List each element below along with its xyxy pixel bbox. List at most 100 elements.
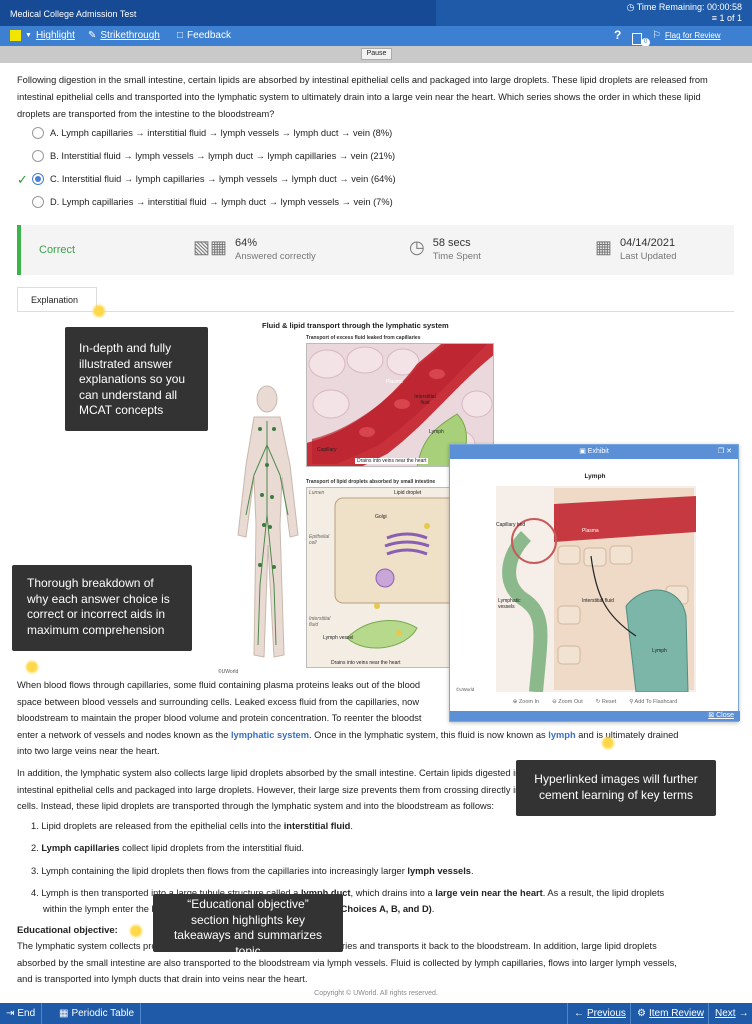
notes-button[interactable]: 0 <box>632 30 650 47</box>
table-icon: ▦ <box>59 1008 69 1019</box>
hotspot-dot <box>91 303 107 319</box>
hotspot-dot <box>600 735 616 751</box>
callout-educational-objective: “Educational objective” section highligh… <box>153 894 343 958</box>
next-button[interactable]: Next→ <box>708 1003 752 1024</box>
help-button[interactable]: ? <box>614 28 622 42</box>
tab-divider <box>17 311 734 312</box>
window-controls-icon[interactable]: ❐ ✕ <box>717 448 732 455</box>
highlight-button[interactable]: ▼ Highlight <box>10 30 75 41</box>
review-icon: ⚙ <box>637 1008 646 1019</box>
pause-row: Pause <box>0 46 752 63</box>
explanation-paragraph-2: In addition, the lymphatic system also c… <box>17 768 679 811</box>
figure-title: Fluid & lipid transport through the lymp… <box>262 321 449 330</box>
lymph-label: Lymph <box>429 429 444 435</box>
result-summary: Correct ▧▦ 64% Answered correctly ◷ 58 s… <box>17 225 734 275</box>
capillary-label: Capillary <box>317 447 337 453</box>
exhibit-header: ▣ Exhibit ❐ ✕ <box>450 445 738 459</box>
exhibit-footer: ⊠ Close <box>450 711 740 721</box>
answer-choice-d[interactable]: D. Lymph capillaries → interstitial flui… <box>32 196 393 208</box>
drains-label: Drains into veins near the heart <box>355 458 429 464</box>
calendar-icon: ▦ <box>595 237 613 257</box>
zoom-in-button[interactable]: ⊕ Zoom In <box>512 699 540 705</box>
exit-icon: ⇥ <box>6 1008 15 1019</box>
choice-text: B. Interstitial fluid → lymph vessels → … <box>50 151 396 161</box>
clock-icon: ◷ <box>626 2 635 12</box>
lymph-label: Lymph <box>652 648 667 654</box>
answer-choice-c[interactable]: C. Interstitial fluid → lymph capillarie… <box>32 173 396 185</box>
list-item: 4. Lymph is then transported into a larg… <box>31 888 665 914</box>
timer-block: ◷ Time Remaining: 00:00:58 ≡ 1 of 1 <box>627 2 742 24</box>
percent-value: 64% <box>235 237 258 249</box>
plasma-label: Plasma <box>386 379 403 385</box>
close-exhibit-button[interactable]: ⊠ Close <box>708 712 734 719</box>
zoom-out-button[interactable]: ⊖ Zoom Out <box>552 699 583 705</box>
interstitial-label: Interstitial fluid <box>414 394 436 406</box>
flag-icon: ⚐ <box>652 30 661 41</box>
exhibit-toolbar: ⊕ Zoom In ⊖ Zoom Out ↻ Reset ⚲ Add To Fl… <box>450 699 740 705</box>
result-status: Correct <box>39 244 76 256</box>
answer-choice-a[interactable]: A. Lymph capillaries → interstitial flui… <box>32 127 392 139</box>
interstitial-fluid-label: Interstitial fluid <box>582 598 614 604</box>
callout-hyperlinked: Hyperlinked images will further cement l… <box>516 760 716 816</box>
pause-button[interactable]: Pause <box>361 48 392 60</box>
epithelial-label: Epithelial cell <box>309 534 330 546</box>
title-bar: Medical College Admission Test ◷ Time Re… <box>0 0 752 26</box>
item-review-button[interactable]: ⚙Item Review <box>630 1003 710 1024</box>
question-list-icon: ≡ <box>711 13 717 23</box>
answer-choice-b[interactable]: B. Interstitial fluid → lymph vessels → … <box>32 150 395 162</box>
radio-button[interactable] <box>32 127 44 139</box>
lymph-link[interactable]: lymph <box>548 729 576 740</box>
time-stat: ◷ 58 secs Time Spent <box>409 237 481 262</box>
highlight-color-swatch[interactable] <box>10 30 21 41</box>
previous-button[interactable]: ←Previous <box>567 1003 632 1024</box>
add-to-flashcard-button[interactable]: ⚲ Add To Flashcard <box>629 699 678 705</box>
interstitial-fluid-label: Interstitial fluid <box>309 616 331 628</box>
tab-explanation[interactable]: Explanation <box>17 287 97 311</box>
periodic-table-button[interactable]: ▦Periodic Table <box>53 1003 142 1024</box>
zoom-out-icon: ⊖ <box>552 699 557 705</box>
exhibit-credit: ©UWorld <box>456 687 475 692</box>
list-item: 3. Lymph containing the lipid droplets t… <box>31 866 474 876</box>
radio-button[interactable] <box>32 196 44 208</box>
panel2-title: Transport of lipid droplets absorbed by … <box>306 479 436 485</box>
exhibit-header-label: Exhibit <box>587 448 609 455</box>
clock-icon: ◷ <box>409 237 425 257</box>
highlight-label: Highlight <box>35 30 75 41</box>
educational-objective-text: The lymphatic system collects protein-co… <box>17 941 677 984</box>
hotspot-dot <box>24 659 40 675</box>
percent-stat: ▧▦ 64% Answered correctly <box>193 237 316 262</box>
lumen-label: Lumen <box>309 490 325 496</box>
explanation-paragraph-1: When blood flows through capillaries, so… <box>17 680 679 756</box>
bottom-bar: ⇥End ▦Periodic Table ←Previous ⚙Item Rev… <box>0 1003 752 1024</box>
radio-button-selected[interactable] <box>32 173 44 185</box>
feedback-label: Feedback <box>187 30 231 41</box>
end-button[interactable]: ⇥End <box>0 1003 43 1024</box>
educational-objective-title: Educational objective: <box>17 925 118 936</box>
lymph-vessel-label: Lymph vessel <box>323 635 354 641</box>
lymphatic-system-link[interactable]: lymphatic system <box>230 729 309 740</box>
exhibit-window: ▣ Exhibit ❐ ✕ Lymph Capillary bed Plasma… <box>449 444 740 722</box>
time-label: Time Spent <box>432 251 481 262</box>
flag-for-review-button[interactable]: ⚐ Flag for Review <box>652 30 721 41</box>
notes-badge: 0 <box>641 38 650 47</box>
percent-label: Answered correctly <box>235 251 316 262</box>
feedback-button[interactable]: □ Feedback <box>177 30 231 41</box>
exhibit-image[interactable]: Capillary bed Plasma Lymphatic vessels I… <box>496 486 696 692</box>
lymph-illustration <box>496 486 696 692</box>
time-value: 58 secs <box>432 237 471 249</box>
strikethrough-button[interactable]: ✎ Strikethrough <box>88 30 160 41</box>
radio-button[interactable] <box>32 150 44 162</box>
lipid-transport-illustration <box>307 488 450 667</box>
reset-button[interactable]: ↻ Reset <box>595 699 617 705</box>
date-label: Last Updated <box>620 251 677 262</box>
question-counter: 1 of 1 <box>719 13 742 23</box>
strikethrough-label: Strikethrough <box>100 30 160 41</box>
lipid-droplet-label: Lipid droplet <box>394 490 422 496</box>
list-item: 1. Lipid droplets are released from the … <box>31 821 353 831</box>
arrow-left-icon: ← <box>574 1008 584 1019</box>
app-title: Medical College Admission Test <box>0 0 436 26</box>
chevron-down-icon[interactable]: ▼ <box>25 32 32 39</box>
pencil-icon: ✎ <box>88 30 97 41</box>
zoom-in-icon: ⊕ <box>512 699 518 705</box>
panel1-title: Transport of excess fluid leaked from ca… <box>306 335 421 341</box>
